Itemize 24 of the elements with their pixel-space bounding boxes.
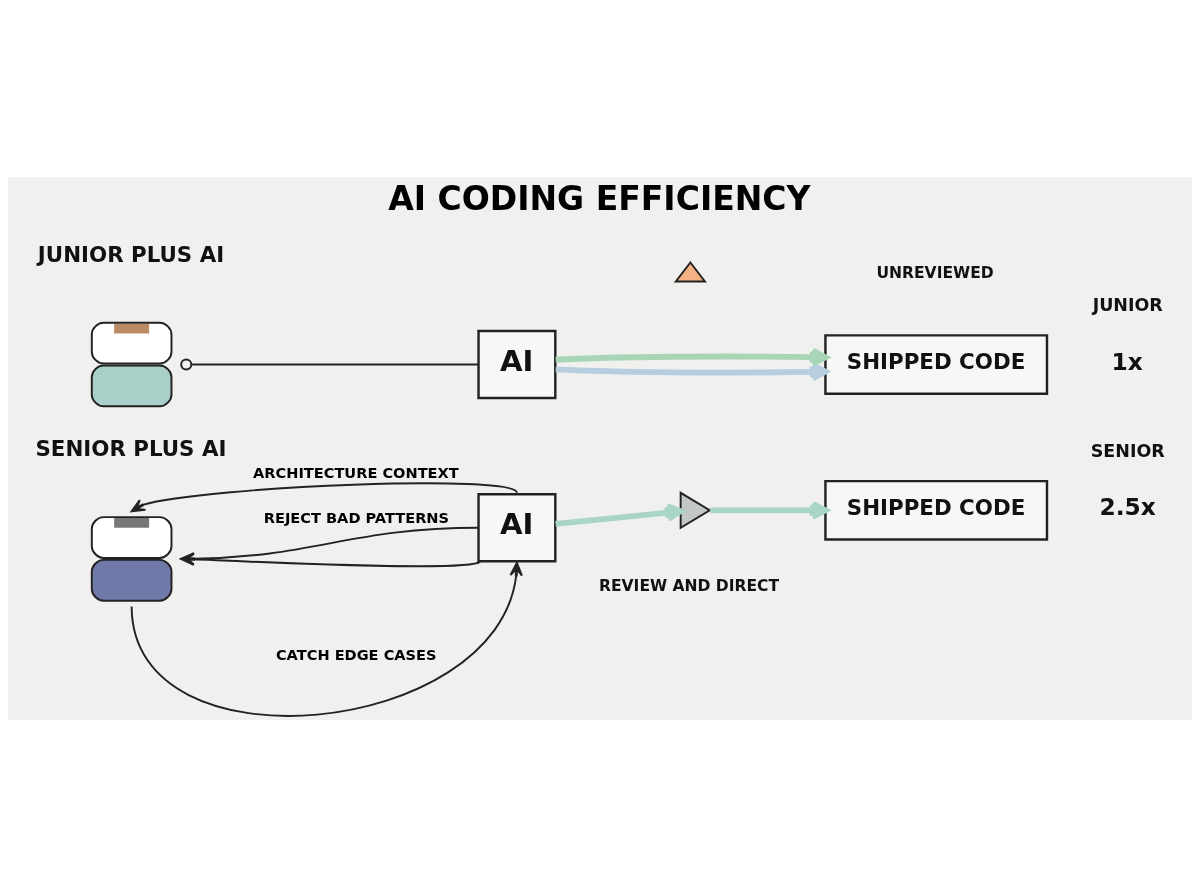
label: SENIOR — [1090, 440, 1165, 461]
node-box: SHIPPED CODE — [824, 333, 1049, 395]
arrow — [710, 500, 829, 520]
node-box: SHIPPED CODE — [824, 479, 1049, 541]
diagram-title: AI CODING EFFICIENCY — [388, 178, 811, 218]
node-box: AI — [477, 329, 557, 399]
arrow — [555, 502, 684, 527]
node-box: AI — [477, 492, 557, 563]
label: 1x — [1111, 347, 1143, 375]
edge-label: CATCH EDGE CASES — [275, 645, 437, 663]
arrow — [130, 561, 523, 716]
node-triangle — [673, 260, 707, 282]
label: JUNIOR — [1092, 294, 1163, 315]
node-triangle — [679, 490, 712, 529]
label: JUNIOR PLUS AI — [37, 241, 225, 267]
connector — [180, 358, 480, 371]
edge-label: REJECT BAD PATTERNS — [263, 508, 450, 526]
node-label: REVIEW AND DIRECT — [599, 576, 780, 595]
label: SENIOR PLUS AI — [35, 435, 227, 461]
node-label: UNREVIEWED — [876, 263, 994, 282]
edge-label: ARCHITECTURE CONTEXT — [253, 463, 459, 481]
arrow — [555, 347, 829, 367]
arrow — [130, 481, 518, 512]
label: 2.5x — [1099, 492, 1156, 520]
